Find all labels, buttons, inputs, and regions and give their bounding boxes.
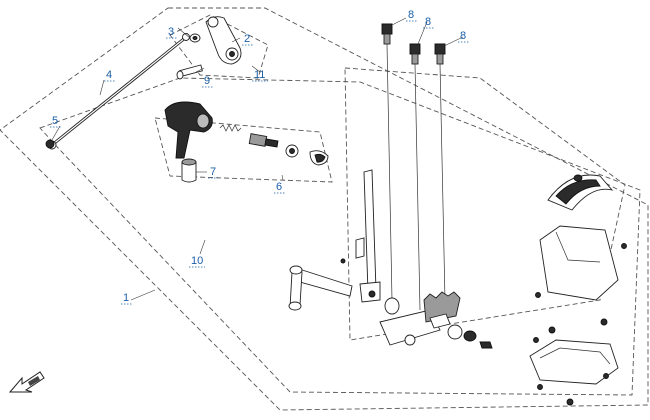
callout-11: 11	[252, 69, 268, 82]
nut-3	[189, 33, 201, 43]
svg-text:7: 7	[210, 166, 216, 178]
svg-text:10: 10	[191, 255, 203, 267]
lever-arm-2	[205, 16, 242, 65]
screw-5	[45, 139, 55, 149]
callout-4: 4	[104, 69, 116, 82]
svg-text:1: 1	[123, 292, 129, 304]
bolt-8a	[381, 23, 393, 45]
lower-cover	[529, 318, 619, 406]
bushing-7	[181, 158, 197, 183]
bolt-8b	[409, 43, 421, 65]
bolt-9	[176, 64, 203, 80]
assembly-outline-1	[0, 7, 649, 411]
gear-mechanism	[379, 291, 493, 349]
svg-text:4: 4	[106, 69, 112, 81]
assembly-outline-lever	[344, 67, 626, 341]
svg-text:3: 3	[168, 26, 174, 38]
callout-3: 3	[166, 26, 178, 39]
shift-rod	[47, 33, 190, 150]
assembly-outline-10	[39, 77, 641, 396]
callout-8a: 8	[406, 9, 418, 22]
svg-text:9: 9	[204, 75, 210, 87]
svg-text:8: 8	[460, 30, 466, 42]
callout-8c: 8	[458, 30, 470, 43]
svg-text:8: 8	[408, 9, 414, 21]
shift-knob-housing	[164, 101, 329, 166]
callout-1: 1	[121, 292, 133, 305]
assembly-outline-6	[154, 117, 333, 183]
shift-cover	[535, 174, 627, 301]
shift-lever-rod	[355, 169, 381, 303]
svg-text:11: 11	[254, 69, 265, 81]
callout-8b: 8	[423, 16, 435, 29]
svg-text:2: 2	[244, 33, 250, 45]
front-direction-arrow-icon	[8, 371, 45, 393]
svg-text:6: 6	[276, 181, 282, 193]
callout-10: 10	[189, 255, 205, 268]
spring	[219, 124, 242, 132]
svg-text:5: 5	[52, 115, 58, 127]
callout-7: 7	[208, 166, 220, 179]
svg-text:8: 8	[425, 16, 431, 28]
shift-arm	[288, 258, 353, 311]
callout-2: 2	[242, 33, 254, 46]
bolt-8c	[434, 43, 446, 65]
callout-9: 9	[202, 75, 214, 88]
callout-5: 5	[50, 115, 62, 128]
callout-6: 6	[274, 181, 286, 194]
